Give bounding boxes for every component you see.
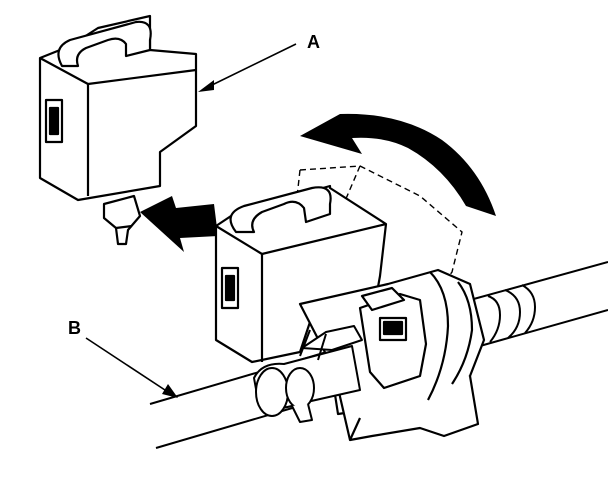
insert-arrow-icon <box>140 196 218 252</box>
terminal-plug <box>253 325 363 423</box>
rotate-arrow-icon <box>300 113 496 216</box>
leader-line-a <box>198 43 297 92</box>
clip-installed <box>214 184 388 364</box>
leader-line-b <box>85 337 178 398</box>
clip-detached <box>38 14 198 246</box>
callout-label-a: A <box>307 32 320 52</box>
callout-label-b: B <box>68 318 81 338</box>
